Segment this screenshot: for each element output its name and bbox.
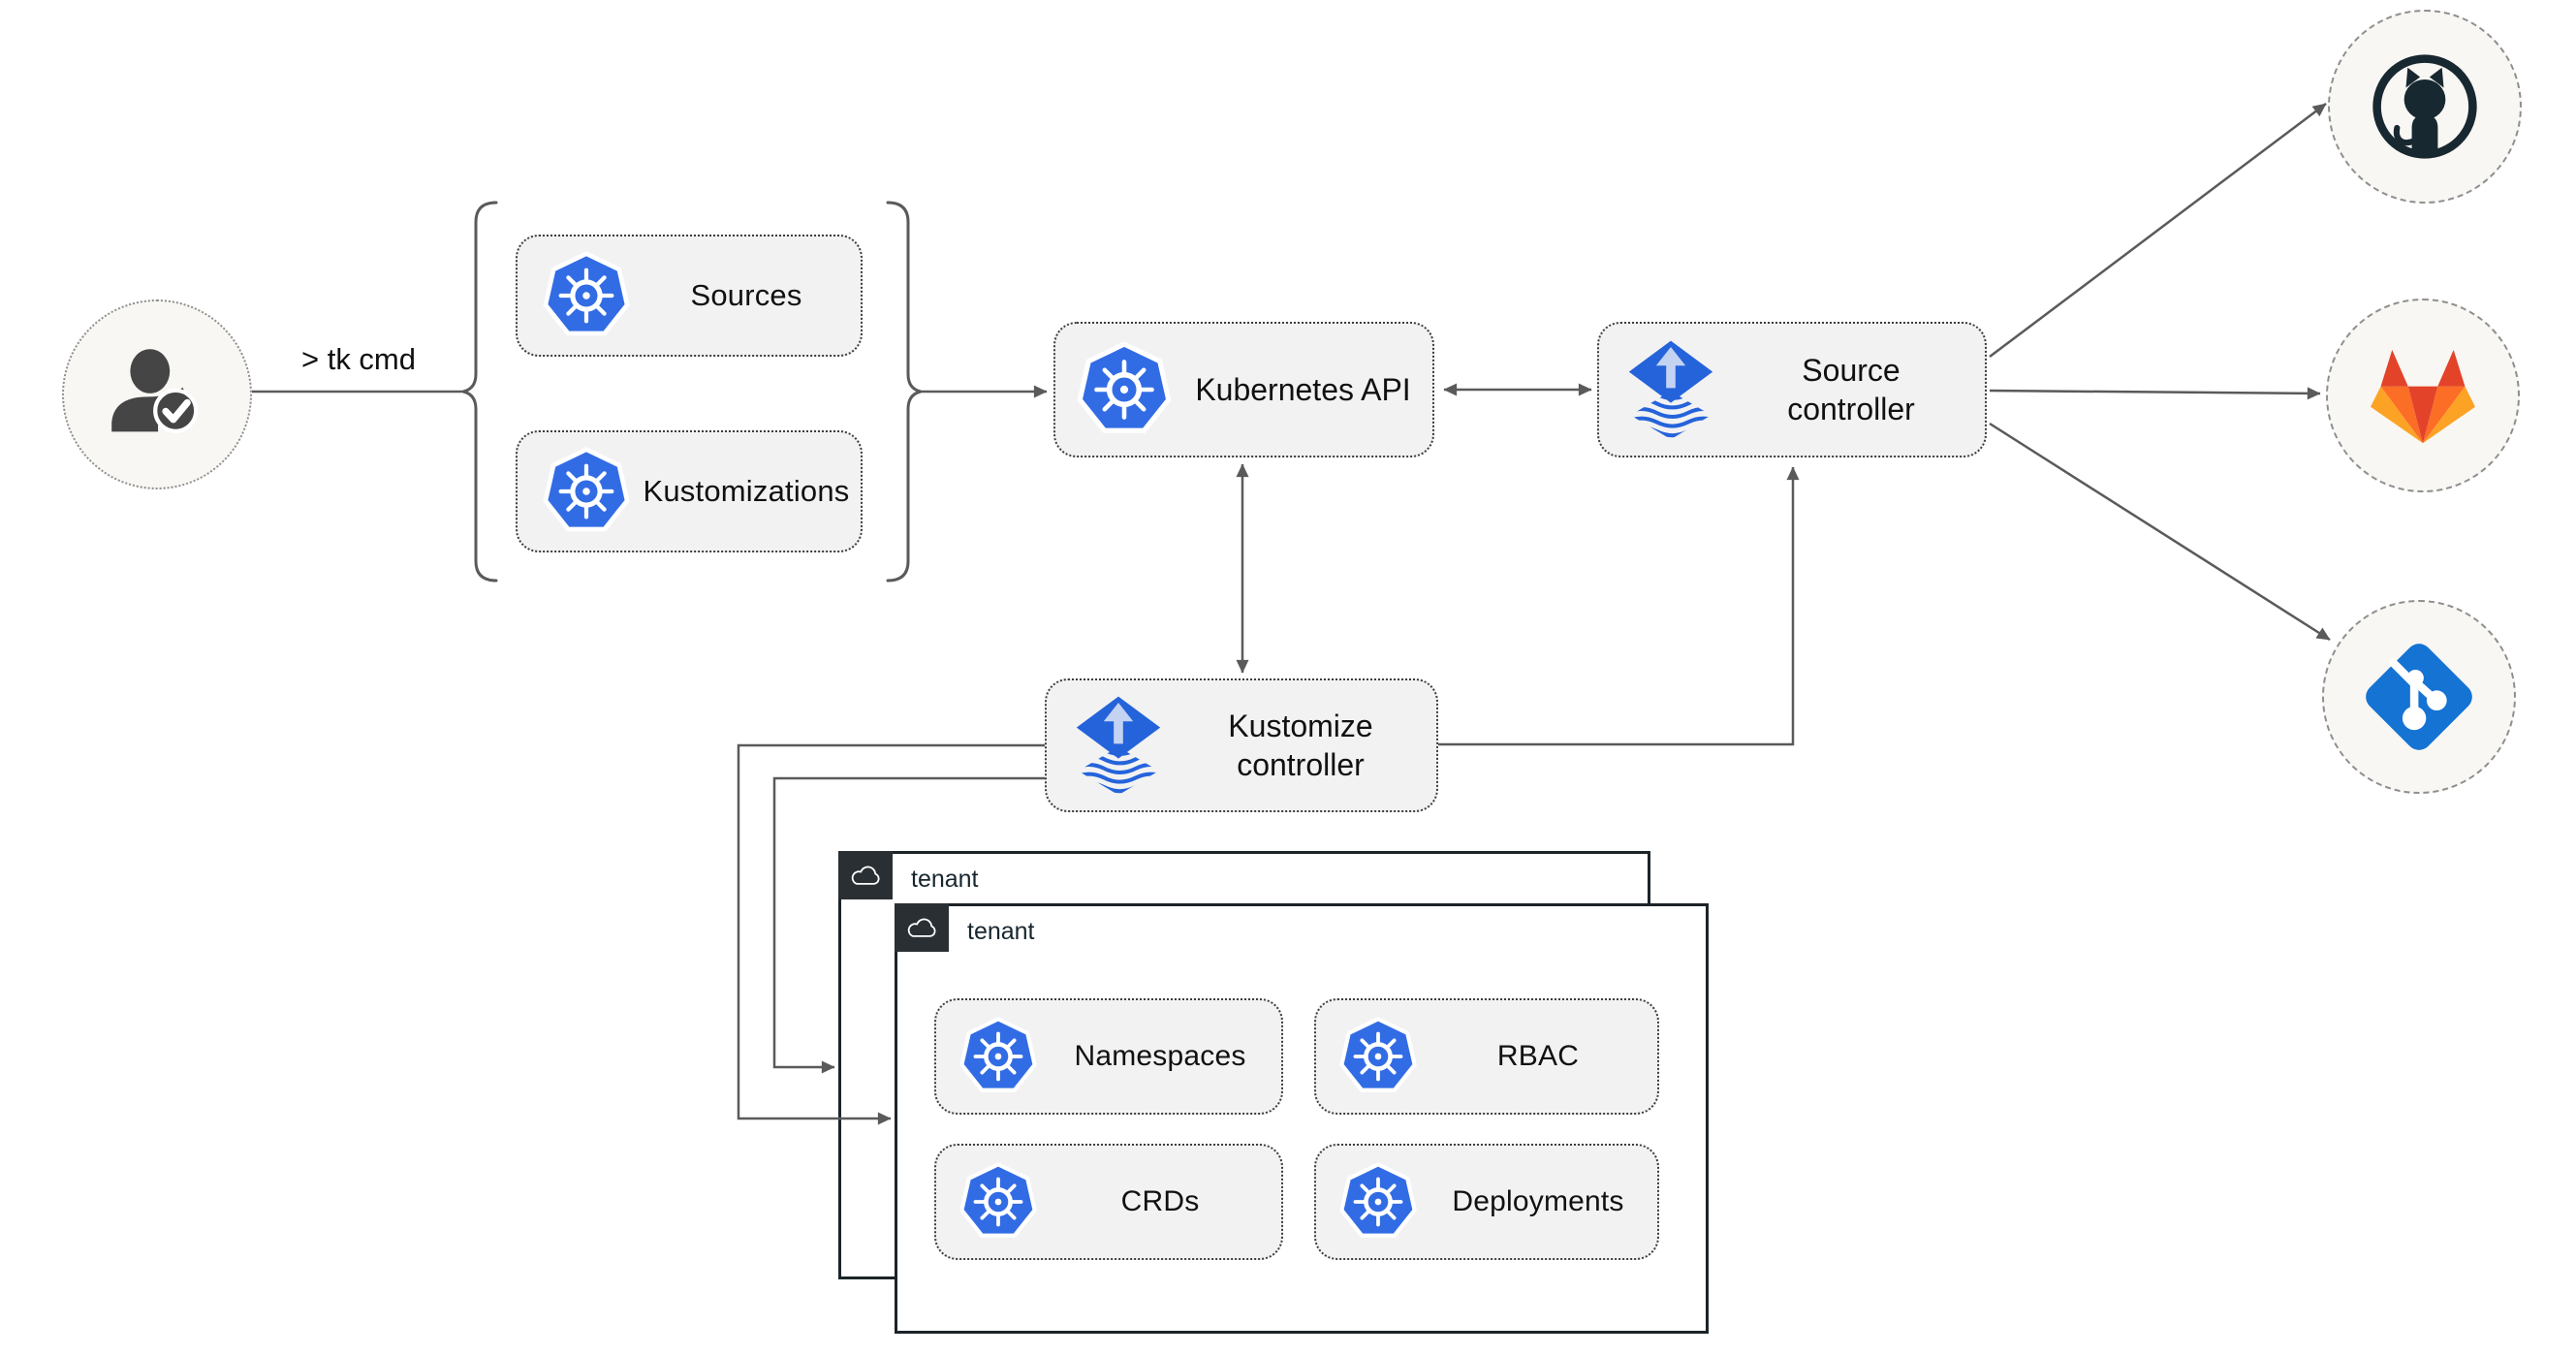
- node-kustomize-controller[interactable]: Kustomize controller: [1045, 678, 1438, 812]
- resource-card-deployments[interactable]: Deployments: [1314, 1144, 1659, 1260]
- card-label: Sources: [690, 278, 802, 312]
- edge-source-controller-to-git: [1989, 422, 2331, 642]
- resource-card-rbac[interactable]: RBAC: [1314, 998, 1659, 1115]
- edge-kustomize-to-source-controller: [1438, 466, 1800, 746]
- card-kustomizations[interactable]: Kustomizations: [516, 430, 863, 552]
- edge-source-controller-to-gitlab: [1989, 387, 2321, 400]
- card-label: Kustomizations: [643, 474, 850, 508]
- resource-label: Deployments: [1452, 1185, 1624, 1217]
- resource-label: Namespaces: [1074, 1040, 1246, 1072]
- card-sources[interactable]: Sources: [516, 235, 863, 357]
- kubernetes-icon: [1337, 1161, 1419, 1243]
- node-source-controller[interactable]: Source controller: [1597, 322, 1987, 457]
- resource-card-crds[interactable]: CRDs: [934, 1144, 1283, 1260]
- kubernetes-icon: [541, 446, 632, 537]
- node-label: Kustomize controller: [1228, 709, 1373, 782]
- gitlab-icon: [2366, 343, 2480, 448]
- user-node[interactable]: [62, 299, 252, 489]
- right-brace: [886, 201, 922, 583]
- tenant-label: tenant: [967, 918, 1035, 945]
- target-gitlab[interactable]: [2326, 299, 2520, 492]
- resource-card-namespaces[interactable]: Namespaces: [934, 998, 1283, 1115]
- kubernetes-icon: [958, 1016, 1039, 1097]
- tenant-container-inner[interactable]: tenant: [895, 903, 1709, 1334]
- left-brace: [462, 201, 498, 583]
- kubernetes-icon: [958, 1161, 1039, 1243]
- node-kubernetes-api[interactable]: Kubernetes API: [1053, 322, 1434, 457]
- github-icon: [2366, 47, 2484, 166]
- cloud-icon: [838, 851, 893, 899]
- kubernetes-icon: [1337, 1016, 1419, 1097]
- kubernetes-icon: [541, 250, 632, 341]
- resource-label: CRDs: [1120, 1185, 1200, 1217]
- resource-label: RBAC: [1496, 1040, 1580, 1072]
- node-label: Kubernetes API: [1195, 372, 1411, 407]
- kubernetes-icon: [1075, 340, 1174, 439]
- node-label: Source controller: [1787, 353, 1915, 426]
- target-github[interactable]: [2328, 10, 2522, 204]
- user-check-icon: [99, 336, 215, 453]
- tenant-label: tenant: [911, 866, 979, 893]
- flux-icon: [1072, 694, 1165, 797]
- cloud-icon: [895, 903, 949, 952]
- git-icon: [2360, 638, 2478, 756]
- flux-icon: [1624, 338, 1717, 441]
- cli-command-label: > tk cmd: [300, 342, 416, 376]
- target-git[interactable]: [2322, 600, 2516, 794]
- edge-source-controller-to-github: [1989, 103, 2327, 358]
